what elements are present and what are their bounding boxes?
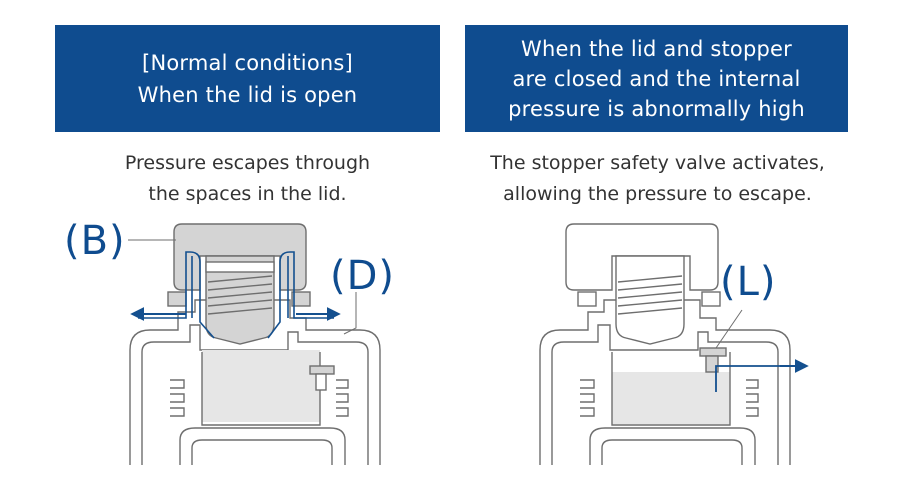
left-bottle bbox=[129, 223, 381, 465]
right-header-line-1: When the lid and stopper bbox=[520, 36, 792, 61]
right-caption-line-1: The stopper safety valve activates, bbox=[490, 152, 825, 174]
label-b: (B) bbox=[64, 218, 126, 264]
left-caption-line-1: Pressure escapes through bbox=[124, 152, 371, 174]
valve-flow-line bbox=[715, 365, 790, 392]
right-bottle bbox=[539, 223, 791, 465]
label-l: (L) bbox=[720, 259, 777, 305]
l-leader-line bbox=[715, 309, 743, 349]
left-header-line-2: When the lid is open bbox=[137, 82, 358, 107]
label-d: (D) bbox=[330, 253, 396, 299]
left-pressure-flow bbox=[138, 251, 334, 339]
right-header-line-2: are closed and the internal bbox=[512, 66, 801, 91]
left-header-line-1: [Normal conditions] bbox=[142, 50, 353, 75]
left-panel-header: [Normal conditions] When the lid is open bbox=[55, 25, 440, 132]
left-caption: Pressure escapes through the spaces in t… bbox=[55, 148, 440, 210]
d-leader-line bbox=[343, 292, 357, 335]
right-header-line-3: pressure is abnormally high bbox=[508, 96, 805, 121]
right-panel-header: When the lid and stopper are closed and … bbox=[465, 25, 848, 132]
right-caption: The stopper safety valve activates, allo… bbox=[450, 148, 865, 210]
right-caption-line-2: allowing the pressure to escape. bbox=[503, 183, 812, 205]
left-caption-line-2: the spaces in the lid. bbox=[148, 183, 347, 205]
